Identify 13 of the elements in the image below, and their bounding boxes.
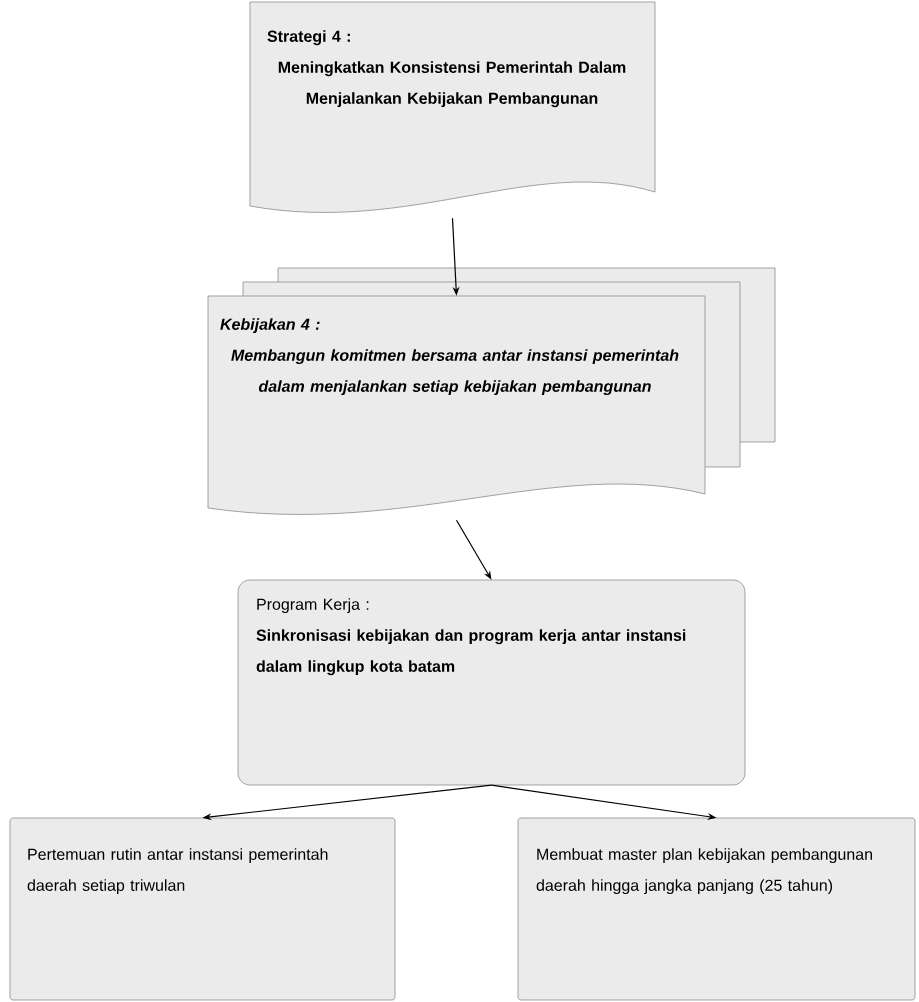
document-shape: [249, 1, 656, 213]
body-text: Membangun komitmen bersama antar instansi pemerintah dalam menjalankan setiap kebijakan pembangunan: [231, 349, 679, 396]
body-text: Pertemuan rutin antar instansi pemerintah daerah setiap triwulan: [27, 848, 328, 895]
heading: Program Kerja :: [257, 598, 369, 614]
rounded-box: [237, 579, 746, 786]
body-text: Meningkatkan Konsistensi Pemerintah Dalam Menjalankan Kebijakan Pembangunan: [278, 61, 626, 108]
heading: Strategi 4 :: [267, 30, 350, 46]
body-text: Membuat master plan kebijakan pembangunan daerah hingga jangka panjang (25 tahun): [536, 848, 872, 895]
process-box: [9, 817, 396, 1001]
heading: Kebijakan 4 :: [220, 318, 320, 334]
process-box: [517, 817, 916, 1001]
stacked-document-shape: [207, 267, 776, 515]
body-text: Sinkronisasi kebijakan dan program kerja antar instansi dalam lingkup kota batam: [256, 629, 686, 676]
